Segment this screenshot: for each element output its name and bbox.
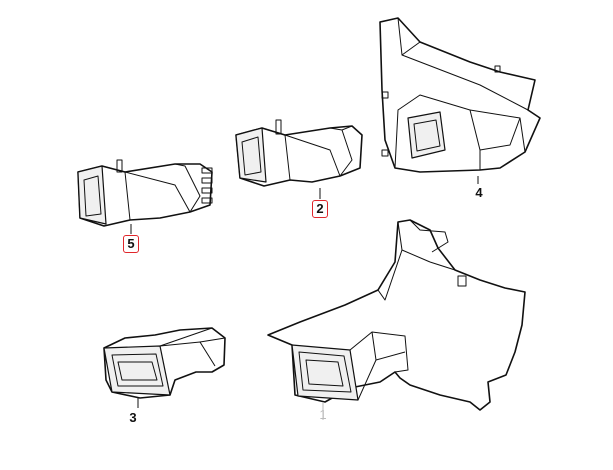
callout-3: 3: [129, 410, 137, 425]
part-4-panel-duct: [379, 17, 541, 184]
part-2-duct: [235, 119, 363, 199]
callout-4: 4: [475, 185, 483, 200]
part-5-duct: [77, 159, 213, 234]
callout-2: 2: [312, 200, 328, 218]
part-3-vent: [103, 327, 226, 408]
callout-1: 1: [319, 407, 327, 422]
part-5-connector: [201, 167, 213, 204]
callout-5: 5: [123, 235, 139, 253]
part-1-panel-vent: [267, 219, 526, 420]
